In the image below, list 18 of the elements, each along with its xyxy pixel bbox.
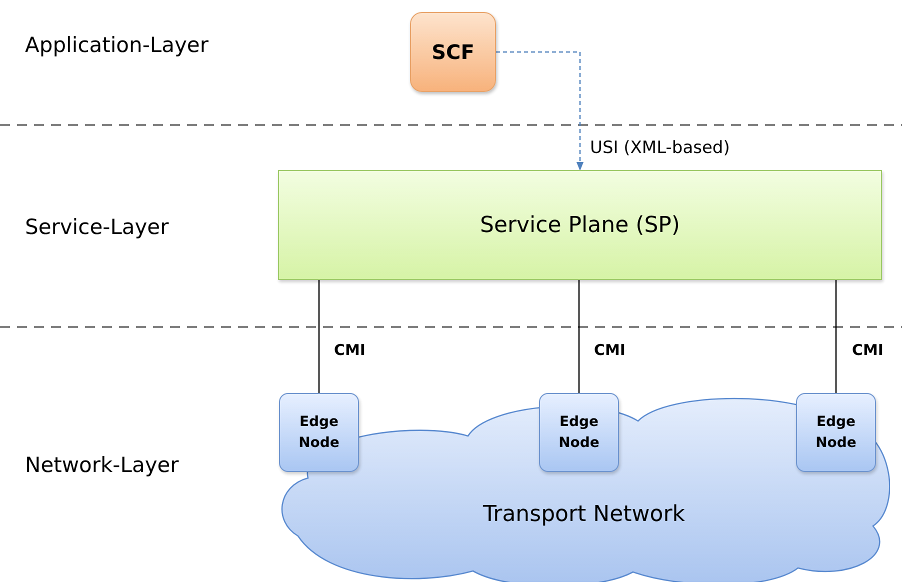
service-plane-box bbox=[278, 170, 882, 280]
layer-label: Service-Layer bbox=[25, 215, 169, 239]
edge-node-box bbox=[279, 393, 359, 472]
connector-line bbox=[835, 280, 837, 393]
node-label: SCF bbox=[432, 40, 474, 64]
layer-label: Application-Layer bbox=[25, 33, 208, 57]
edge-node-box bbox=[539, 393, 619, 472]
dashed-arrow bbox=[496, 51, 584, 171]
function-box bbox=[410, 12, 496, 92]
node-label: Edge Node bbox=[298, 413, 340, 452]
connector-line bbox=[578, 280, 580, 393]
node-label: Edge Node bbox=[814, 413, 858, 452]
layer-label: Network-Layer bbox=[25, 453, 179, 477]
edge-node-box bbox=[796, 393, 876, 472]
connector-line bbox=[318, 280, 320, 393]
node-label: Edge Node bbox=[558, 413, 600, 452]
node-label: Service Plane (SP) bbox=[480, 212, 680, 238]
node-label: Transport Network bbox=[482, 502, 686, 526]
